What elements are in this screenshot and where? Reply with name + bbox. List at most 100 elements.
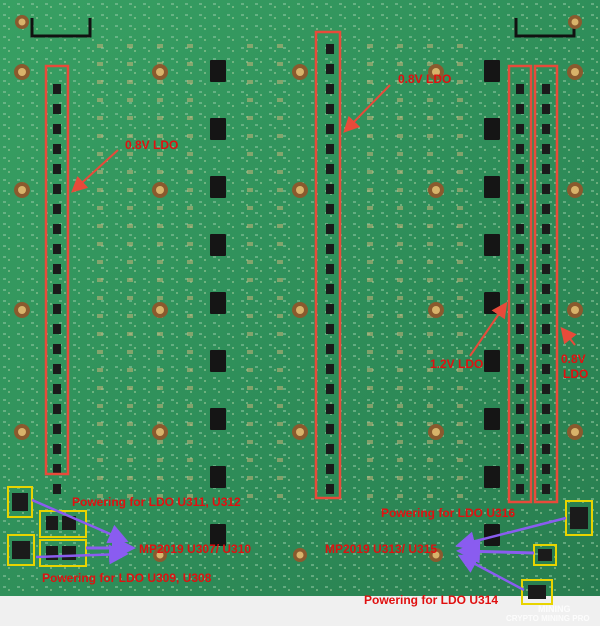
- ldo-chip: [516, 164, 524, 174]
- passive-component: [127, 296, 133, 300]
- passive-component: [457, 296, 463, 300]
- passive-component: [247, 260, 253, 264]
- passive-component: [457, 62, 463, 66]
- passive-component: [97, 440, 103, 444]
- passive-component: [427, 386, 433, 390]
- passive-component: [97, 116, 103, 120]
- label-mp2019-u313-u315: MP2019 U313/ U315: [325, 542, 437, 556]
- ldo-chip: [326, 204, 334, 214]
- passive-component: [247, 476, 253, 480]
- passive-component: [367, 116, 373, 120]
- passive-component: [127, 242, 133, 246]
- power-chip: [210, 234, 226, 256]
- power-chip: [210, 350, 226, 372]
- ldo-chip: [326, 264, 334, 274]
- passive-component: [457, 152, 463, 156]
- passive-component: [247, 224, 253, 228]
- passive-component: [277, 476, 283, 480]
- power-chip: [210, 524, 226, 546]
- mounting-holes: [14, 15, 583, 562]
- passive-component: [97, 62, 103, 66]
- passive-component: [457, 404, 463, 408]
- arrow-powering-u314: [457, 554, 525, 592]
- mounting-hole: [568, 15, 582, 29]
- ldo-chip: [542, 304, 550, 314]
- passive-component: [97, 368, 103, 372]
- ldo-chip: [53, 384, 61, 394]
- arrow-powering-u309: [35, 544, 129, 565]
- passive-component: [367, 332, 373, 336]
- yellow-box-chips: [12, 493, 588, 599]
- passive-component: [397, 386, 403, 390]
- passive-component: [277, 386, 283, 390]
- mounting-hole: [292, 182, 308, 198]
- passive-component: [247, 62, 253, 66]
- passive-component: [397, 116, 403, 120]
- ldo-chip: [542, 444, 550, 454]
- mounting-hole: [428, 302, 444, 318]
- passive-component: [187, 386, 193, 390]
- passive-component: [97, 296, 103, 300]
- passive-component: [277, 350, 283, 354]
- passive-component: [427, 206, 433, 210]
- passive-component: [397, 494, 403, 498]
- passive-component: [277, 80, 283, 84]
- ldo-chip: [542, 204, 550, 214]
- passive-component: [277, 440, 283, 444]
- passive-component: [247, 206, 253, 210]
- passive-component: [427, 350, 433, 354]
- passive-component: [247, 242, 253, 246]
- passive-component: [187, 242, 193, 246]
- ldo-chip: [326, 344, 334, 354]
- passive-component: [367, 80, 373, 84]
- passive-component: [277, 152, 283, 156]
- power-chip: [210, 466, 226, 488]
- passive-component: [157, 296, 163, 300]
- passive-component: [187, 314, 193, 318]
- ldo-chip: [542, 484, 550, 494]
- passive-component: [457, 350, 463, 354]
- passive-component: [187, 188, 193, 192]
- passive-component: [427, 422, 433, 426]
- passive-component: [187, 224, 193, 228]
- passive-component: [247, 44, 253, 48]
- passive-component: [187, 476, 193, 480]
- ldo-chip: [53, 484, 61, 494]
- mounting-hole: [567, 64, 583, 80]
- passive-component: [457, 134, 463, 138]
- passive-component: [367, 98, 373, 102]
- passive-component: [247, 440, 253, 444]
- passive-component: [397, 134, 403, 138]
- ldo-chip: [53, 324, 61, 334]
- ldo-chip: [542, 224, 550, 234]
- mounting-hole: [293, 548, 307, 562]
- passive-component: [457, 206, 463, 210]
- passive-component: [427, 134, 433, 138]
- passive-component: [427, 170, 433, 174]
- passive-component: [367, 188, 373, 192]
- passive-component: [127, 80, 133, 84]
- passive-component: [247, 422, 253, 426]
- passive-component: [427, 296, 433, 300]
- passive-component: [427, 242, 433, 246]
- ldo-chip: [326, 324, 334, 334]
- passive-component: [277, 188, 283, 192]
- passive-component: [427, 44, 433, 48]
- ldo-chip: [516, 264, 524, 274]
- passive-component: [127, 116, 133, 120]
- passive-component: [367, 422, 373, 426]
- power-chip: [484, 524, 500, 546]
- passive-component: [187, 98, 193, 102]
- ldo-chip: [53, 344, 61, 354]
- ldo-chip: [326, 104, 334, 114]
- passive-component: [247, 350, 253, 354]
- mounting-hole: [292, 424, 308, 440]
- ldo-chip: [326, 284, 334, 294]
- passive-component: [157, 44, 163, 48]
- passive-component: [367, 134, 373, 138]
- passive-component: [97, 134, 103, 138]
- passive-component: [157, 260, 163, 264]
- mounting-hole: [14, 182, 30, 198]
- ldo-chip: [542, 84, 550, 94]
- passive-component: [367, 476, 373, 480]
